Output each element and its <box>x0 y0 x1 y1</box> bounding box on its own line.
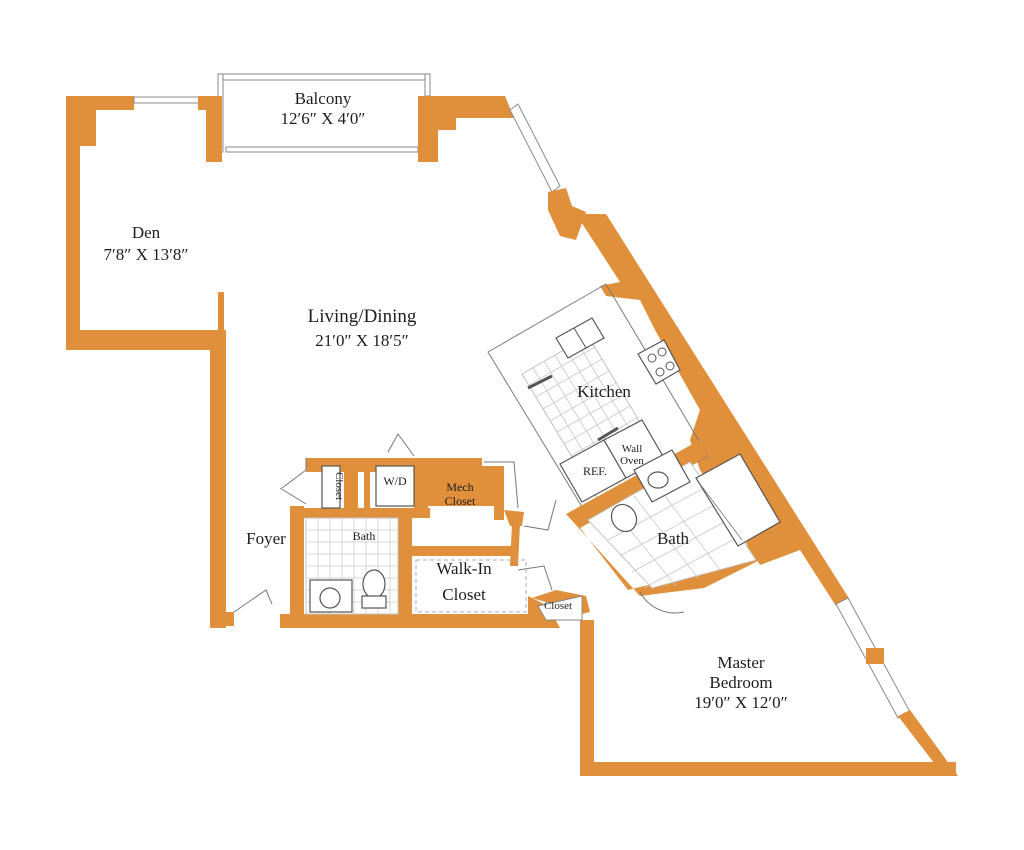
closet-right-label: Closet <box>544 600 572 612</box>
bath-left-toilet-icon <box>362 569 386 599</box>
walkin-door-swing <box>517 565 553 591</box>
mech-door-swing <box>484 461 519 509</box>
balcony-rail-top <box>217 73 431 81</box>
walk-in-line1: Walk-In <box>436 559 492 578</box>
balcony-door <box>225 146 419 153</box>
wall-master-bottom <box>580 762 956 776</box>
toilet-icon <box>610 503 638 533</box>
master-bedroom-size: 19′0″ X 12′0″ <box>694 693 787 712</box>
bath-right-label: Bath <box>657 529 690 548</box>
wall-walkin-right <box>510 524 520 566</box>
hall-door-swing <box>523 499 557 531</box>
balcony-name: Balcony <box>295 89 352 108</box>
closet-door-swing <box>279 458 307 505</box>
walk-in-line2: Closet <box>442 585 486 604</box>
wall-bath-top <box>300 508 430 518</box>
den-window <box>133 96 201 104</box>
mech-closet-line2: Closet <box>445 494 476 508</box>
entry-door-swing <box>233 589 273 613</box>
kitchen <box>487 283 709 521</box>
bath-left-toilet-tank <box>361 595 387 609</box>
ref-label: REF. <box>583 464 607 478</box>
wall-foyer-left <box>210 330 226 628</box>
bath-left-sink-icon <box>319 587 341 609</box>
window-northeast <box>509 103 561 193</box>
wall-balcony-pier-right <box>418 96 514 162</box>
wall-diagonal-east <box>576 214 850 606</box>
closet-small-label: Closet <box>333 472 345 500</box>
wall-den-left <box>66 96 104 330</box>
wall-foyer-jamb <box>226 612 234 626</box>
wall-master-pier <box>866 648 884 664</box>
foyer-label: Foyer <box>246 529 286 548</box>
cooktop-icon <box>637 339 681 385</box>
washer-dryer-icon <box>375 465 415 507</box>
wall-wd-mech <box>414 458 428 518</box>
balcony-size: 12′6″ X 4′0″ <box>281 109 366 128</box>
wall-walkin-top <box>398 546 516 556</box>
master-bedroom-line2: Bedroom <box>709 673 772 692</box>
wall-bath-right <box>398 508 412 626</box>
bath-right-door-swing <box>639 591 685 614</box>
wall-den-divider <box>218 292 224 332</box>
core <box>233 433 590 626</box>
bath-right <box>566 440 781 614</box>
wall-bath-left <box>290 506 304 626</box>
wall-master-left <box>580 620 594 776</box>
den-size: 7′8″ X 13′8″ <box>104 245 189 264</box>
closet-shelf-icon <box>321 465 341 509</box>
wall-balcony-pier-left <box>198 96 222 162</box>
walk-in-shelf <box>415 559 527 613</box>
mech-closet-line1: Mech <box>446 480 473 494</box>
wall-wd-left <box>364 458 370 514</box>
kitchen-name: Kitchen <box>577 382 631 401</box>
shower-icon <box>695 453 781 547</box>
bath-left-label: Bath <box>353 529 376 543</box>
den-name: Den <box>132 223 161 242</box>
wall-oven-line2: Oven <box>620 455 644 467</box>
master-bedroom-line1: Master <box>717 653 765 672</box>
wall-oven-line1: Wall <box>622 443 643 455</box>
living-dining-size: 21′0″ X 18′5″ <box>315 331 408 350</box>
wd-label: W/D <box>383 474 407 488</box>
dishwasher-icon <box>527 374 553 390</box>
bath-sink-icon <box>647 471 669 489</box>
wall-mech-corner <box>504 510 524 526</box>
wall-mech-closet <box>428 458 504 520</box>
wall-den-bottom <box>66 330 226 350</box>
wd-door-swing <box>387 433 415 457</box>
wall-closet-wd <box>344 458 358 514</box>
wall-diagonal-pier <box>548 188 586 240</box>
balcony-rail-right <box>424 73 431 97</box>
walls <box>66 96 958 776</box>
wall-master-corner <box>898 710 958 776</box>
closet-right-box <box>537 595 583 621</box>
labels: Balcony 12′6″ X 4′0″ Den 7′8″ X 13′8″ Li… <box>104 89 788 712</box>
living-dining-name: Living/Dining <box>308 306 417 327</box>
